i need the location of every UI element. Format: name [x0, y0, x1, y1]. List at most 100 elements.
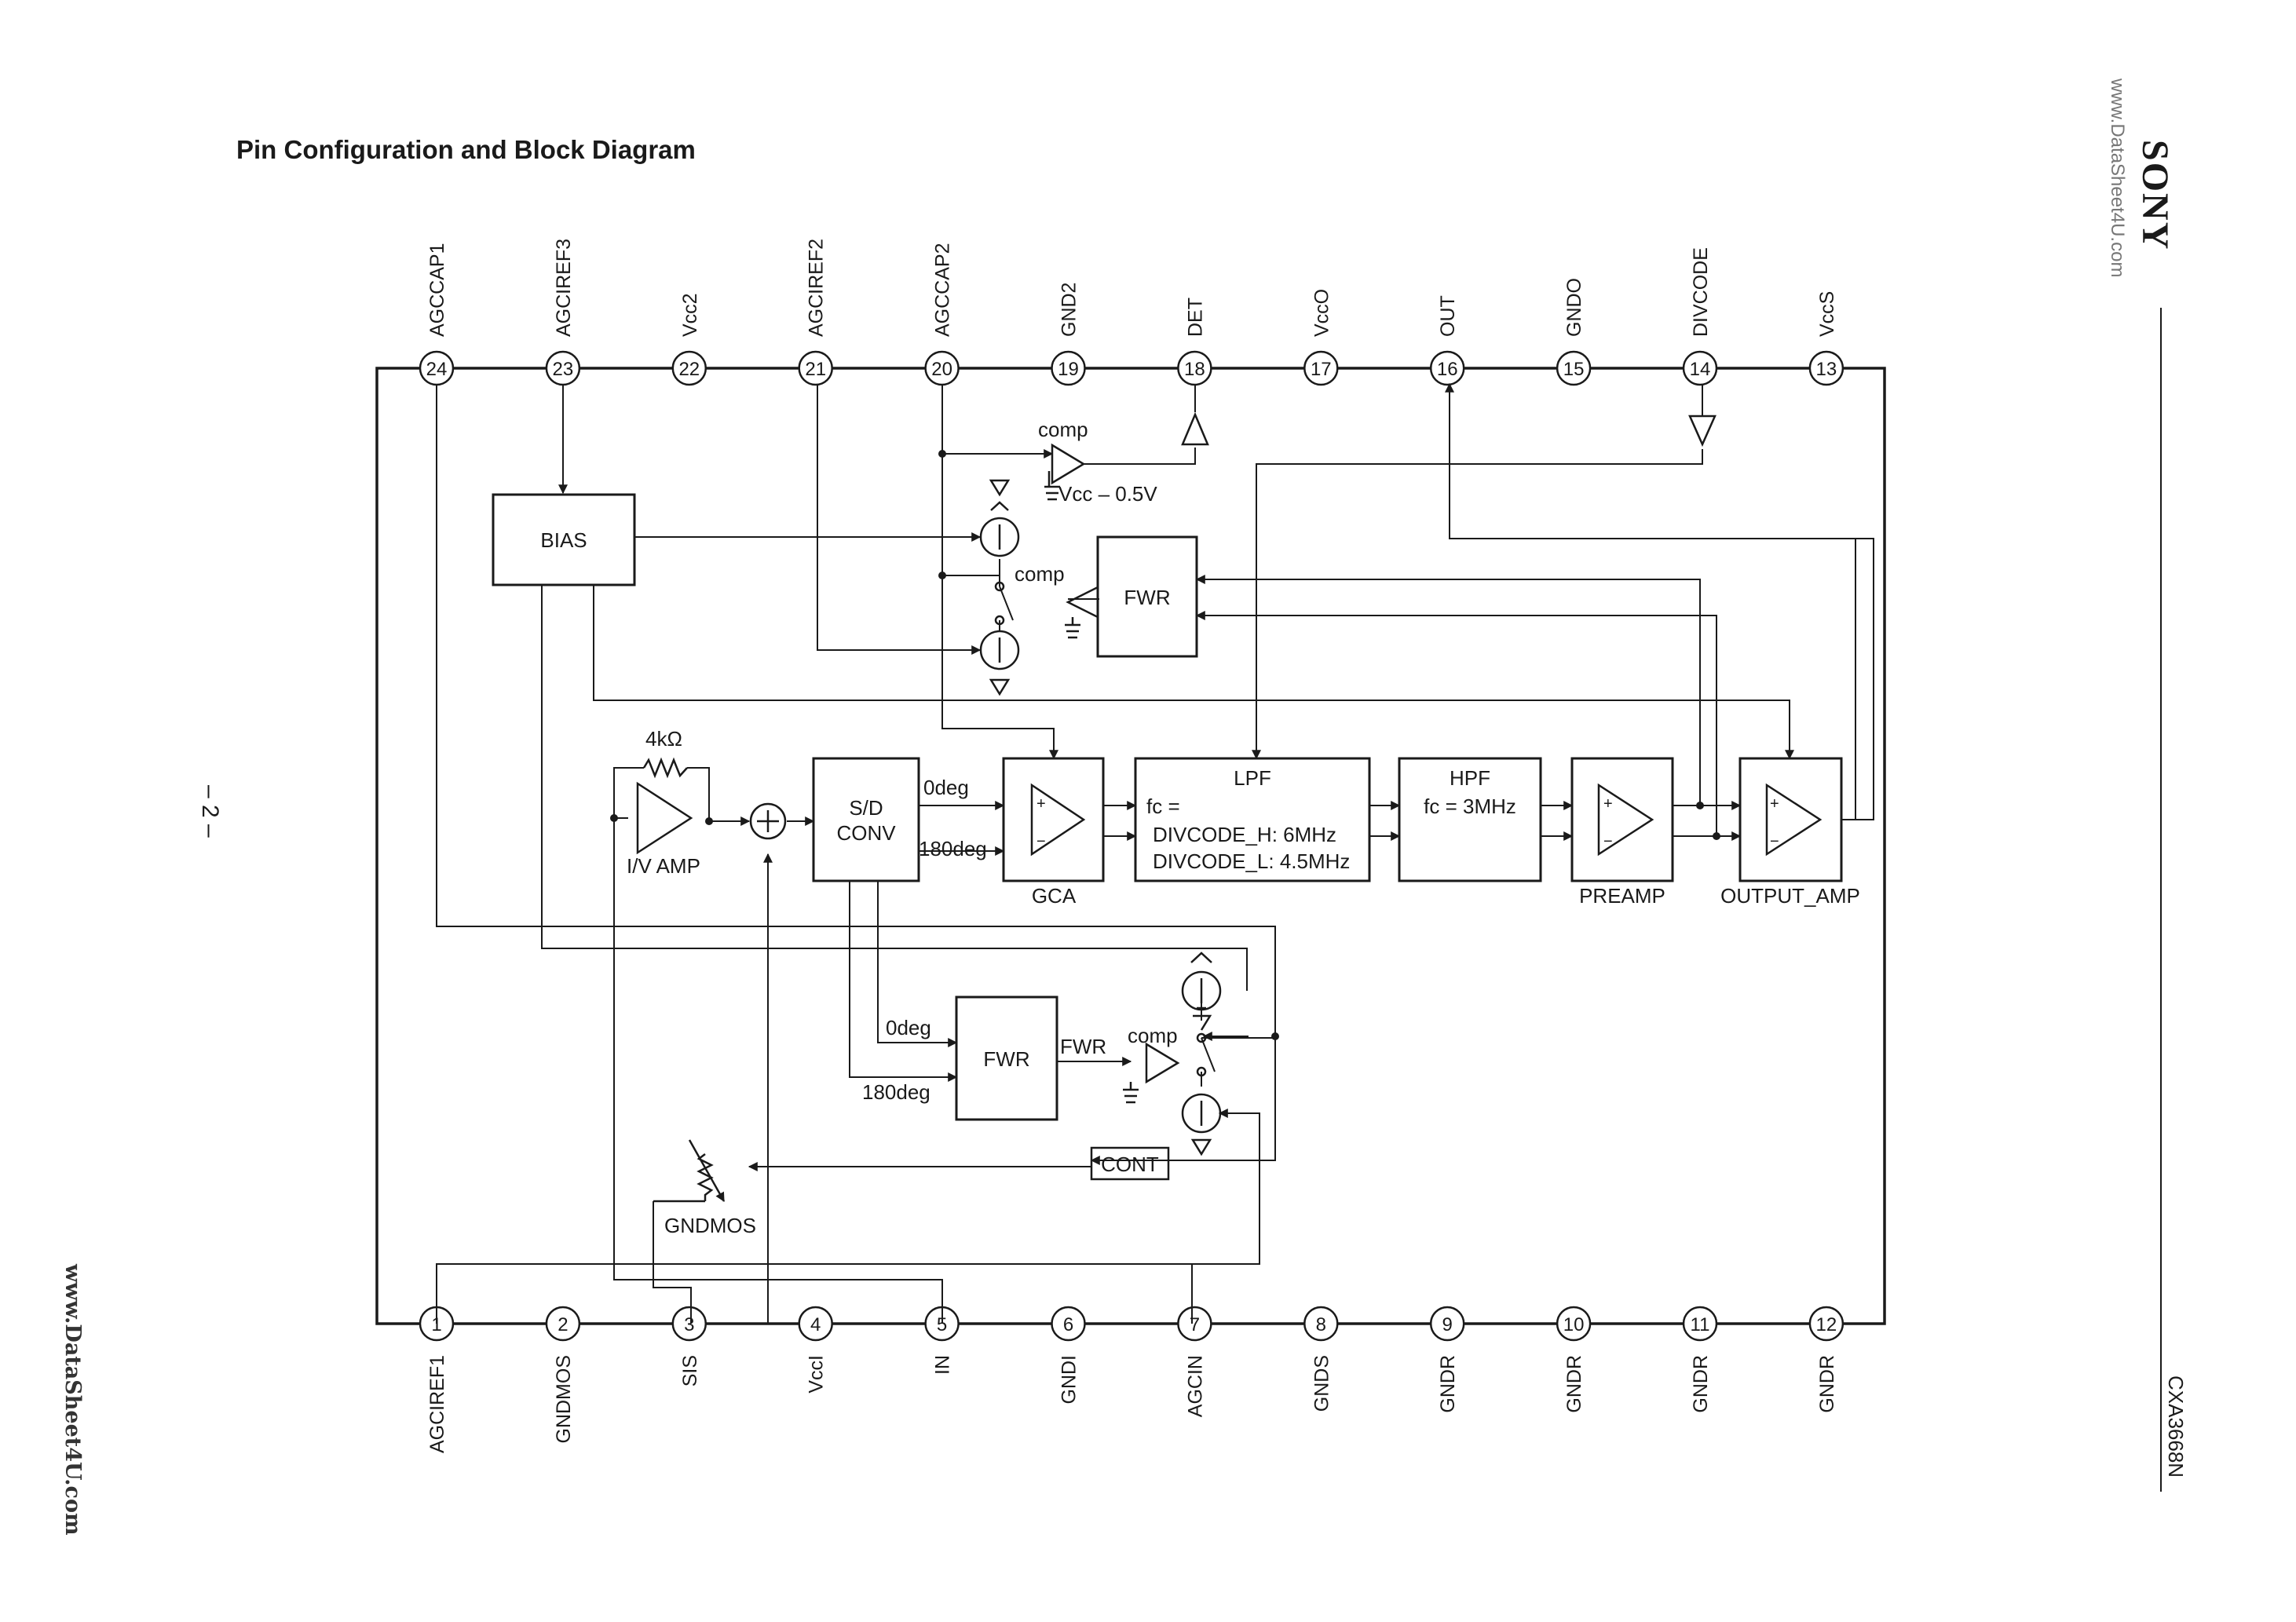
hpf-label: HPF [1450, 766, 1490, 790]
output-amp-triangle [1765, 783, 1823, 857]
current-source-2 [979, 630, 1020, 670]
amplifiers [636, 411, 1823, 1203]
svg-text:−: − [1036, 833, 1046, 850]
pin-number: 19 [1058, 359, 1079, 380]
gca-in-180deg: 180deg [919, 837, 987, 860]
wire-agccap1 [436, 384, 1276, 1036]
hpf-block [1398, 757, 1542, 882]
lpf-block [1134, 757, 1371, 882]
bias-block [492, 493, 636, 586]
vcc-offset-label: Vcc – 0.5V [1058, 482, 1157, 506]
hpf-fc: fc = 3MHz [1424, 795, 1516, 818]
pin-number: 16 [1437, 359, 1458, 380]
lpf-divcode-h: DIVCODE_H: 6MHz [1153, 823, 1336, 846]
pin-number: 23 [553, 359, 574, 380]
wire-in [613, 818, 943, 1324]
svg-text:+: + [1603, 795, 1613, 813]
wire-preamp-fwr2 [1195, 611, 1717, 836]
sd-label-2: CONV [836, 821, 896, 845]
fwr-bottom-block [955, 995, 1058, 1121]
wire-bias-outamp [593, 585, 1794, 760]
cont-block [1090, 1146, 1170, 1181]
pin-name: AGCIREF2 [806, 239, 828, 337]
pin-name: GNDR [1816, 1355, 1838, 1413]
pin-19: 19 GND2 [1051, 283, 1086, 386]
current-source-1 [979, 517, 1020, 557]
gndmos-label: GNDMOS [664, 1214, 756, 1237]
wire-sd-fwr-180deg [849, 881, 958, 1082]
wire-comp-det [1084, 448, 1196, 465]
wire-agcin [436, 1263, 1193, 1324]
wire-divcode-lpf [1252, 449, 1703, 760]
pin-number: 8 [1316, 1314, 1326, 1335]
pin-number: 17 [1311, 359, 1332, 380]
pin-name: AGCIREF1 [426, 1355, 448, 1453]
svg-text:−: − [1603, 833, 1613, 850]
pin-number: 4 [810, 1314, 821, 1335]
wire-sd-fwr-0deg [877, 881, 958, 1047]
svg-text:+: + [1770, 795, 1779, 813]
svg-text:−: − [1770, 833, 1779, 850]
svg-text:+: + [1036, 795, 1046, 813]
pin-name: VccI [806, 1355, 828, 1394]
comp-top-label: comp [1038, 418, 1088, 441]
pin-name: SIS [679, 1355, 701, 1386]
pin-number: 18 [1184, 359, 1205, 380]
pin-name: GND2 [1058, 283, 1080, 337]
summing-node [749, 802, 787, 840]
pin-number: 1 [431, 1314, 441, 1335]
pin-number: 13 [1816, 359, 1837, 380]
pin-number: 2 [558, 1314, 568, 1335]
block-labels: BIAS FWR S/D CONV LPF fc = DIVCODE_H: 6M… [540, 418, 1859, 1237]
pin-name: AGCIREF3 [553, 239, 575, 337]
chip-border [375, 367, 1886, 1325]
pin-number: 3 [684, 1314, 694, 1335]
current-source-4 [1181, 1093, 1222, 1134]
wire-sis [653, 1201, 692, 1324]
fwr-bottom-label: FWR [983, 1047, 1029, 1071]
signal-wires [436, 382, 1874, 1324]
pin-number: 11 [1691, 1314, 1710, 1335]
pin-number: 5 [937, 1314, 947, 1335]
pin-name: GNDR [1563, 1355, 1585, 1413]
preamp-block [1570, 757, 1674, 882]
resistor-4k [642, 757, 688, 779]
lpf-divcode-l: DIVCODE_L: 4.5MHz [1153, 849, 1350, 873]
pin-name: DIVCODE [1690, 247, 1712, 337]
gca-block [1002, 757, 1105, 882]
divcode-buffer-triangle [1688, 415, 1717, 448]
pin-name: Vcc2 [679, 293, 701, 337]
output-amp-label: OUTPUT_AMP [1720, 884, 1860, 908]
sd-conv-block [812, 757, 920, 882]
iv-amp-triangle [636, 781, 693, 855]
pin-number: 15 [1563, 359, 1585, 380]
det-buffer-triangle [1181, 411, 1209, 446]
wire-preamp-fwr1 [1195, 575, 1701, 806]
wire-out-fwr [1449, 416, 1874, 820]
chip-outline [375, 367, 1886, 1325]
wire-agccap2-gca [941, 384, 1058, 760]
pin-name: AGCCAP2 [932, 243, 954, 337]
cont-label: CONT [1101, 1153, 1159, 1176]
page-title: Pin Configuration and Block Diagram [236, 135, 696, 164]
pin-name: AGCCAP1 [426, 243, 448, 337]
pin-name: GNDS [1311, 1355, 1333, 1412]
fwr-in-180deg: 180deg [862, 1080, 930, 1104]
comp-mid-triangle [1066, 585, 1099, 619]
fwr-top-label: FWR [1124, 586, 1170, 609]
